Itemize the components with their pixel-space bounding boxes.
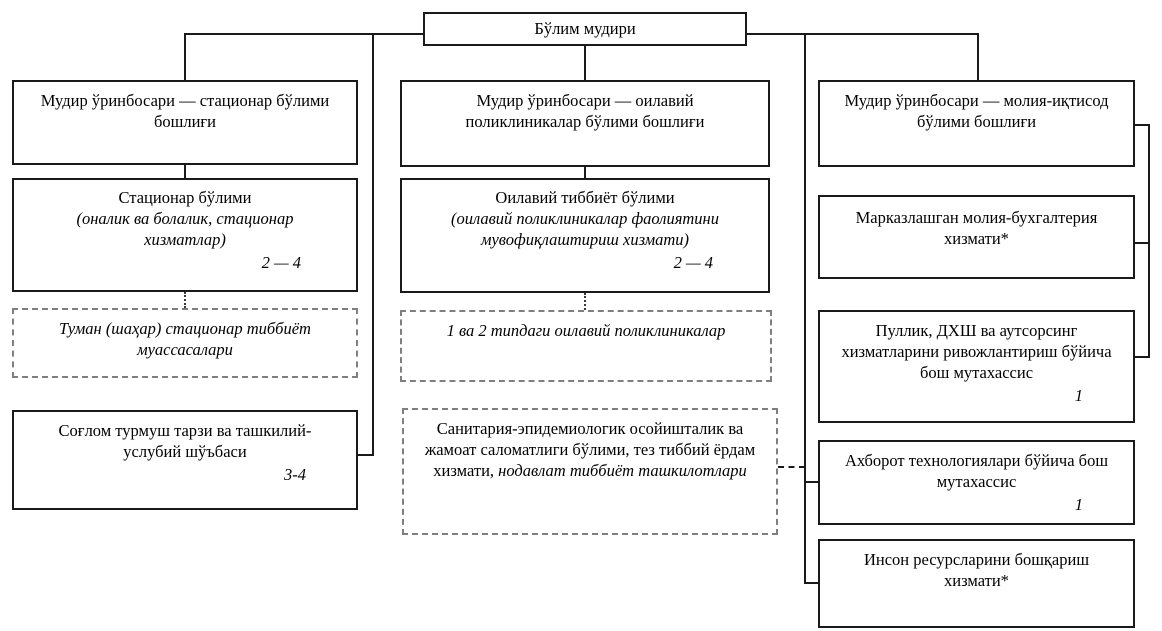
node-staff-count: 1 — [1074, 386, 1083, 406]
node-title-regular: Санитария-эпидемиологик осойишталик ва ж… — [424, 419, 756, 481]
node-family-medicine-department: Оилавий тиббиёт бўлими (оилавий поликлин… — [400, 178, 770, 293]
node-title: Мудир ўринбосари — стационар бўлими бошл… — [40, 91, 330, 132]
connector-r2-bracket — [1135, 242, 1150, 244]
node-paid-outsourcing-specialist: Пуллик, ДХШ ва аутсорсинг хизматларини р… — [818, 310, 1135, 423]
connector-top-right-horizontal — [747, 33, 979, 35]
node-centralized-finance-accounting: Марказлашган молия-бухгалтерия хизмати* — [818, 195, 1135, 279]
node-title: Марказлашган молия-бухгалтерия хизмати* — [855, 208, 1098, 249]
node-healthy-lifestyle-unit: Соғлом турмуш тарзи ва ташкилий-услубий … — [12, 410, 358, 510]
node-title: Соғлом турмуш тарзи ва ташкилий-услубий … — [58, 421, 312, 462]
connector-l4-elbow — [358, 454, 374, 456]
node-title: Инсон ресурсларини бошқариш хизмати* — [863, 550, 1090, 591]
connector-r3-bracket — [1135, 356, 1150, 358]
node-title: Пуллик, ДХШ ва аутсорсинг хизматларини р… — [841, 321, 1112, 383]
connector-r1-bracket — [1135, 124, 1150, 126]
node-staff-count: 2 — 4 — [261, 253, 301, 273]
node-hr-service: Инсон ресурсларини бошқариш хизмати* — [818, 539, 1135, 628]
node-district-medical-institutions: Туман (шаҳар) стационар тиббиёт муассаса… — [12, 308, 358, 378]
node-title: Ахборот технологиялари бўйича бош мутаха… — [844, 451, 1109, 492]
node-title: Мудир ўринбосари — оилавий поликлиникала… — [465, 91, 705, 132]
connector-right-spine — [804, 33, 806, 584]
node-title: Оилавий тиббиёт бўлими — [495, 188, 675, 207]
connector-right-bracket-vertical — [1148, 124, 1150, 358]
connector-spine-to-r4 — [806, 481, 818, 483]
node-title: Мудир ўринбосари — молия-иқтисод бўлими … — [844, 91, 1109, 132]
node-deputy-finance-economy: Мудир ўринбосари — молия-иқтисод бўлими … — [818, 80, 1135, 167]
node-title: Туман (шаҳар) стационар тиббиёт муассаса… — [59, 319, 311, 360]
node-type1-2-family-polyclinics: 1 ва 2 типдаги оилавий поликлиникалар — [400, 310, 772, 382]
connector-m2-m3-dotted — [584, 293, 586, 310]
connector-l2-l3-dotted — [184, 292, 186, 308]
node-staff-count: 3-4 — [284, 465, 306, 485]
connector-spine-to-r5 — [804, 582, 818, 584]
node-staff-count: 1 — [1074, 495, 1083, 515]
node-deputy-family-polyclinics: Мудир ўринбосари — оилавий поликлиникала… — [400, 80, 770, 167]
node-subtitle: (оналик ва болалик, стационар хизматлар) — [76, 209, 294, 250]
node-staff-count: 2 — 4 — [673, 253, 713, 273]
node-it-specialist: Ахборот технологиялари бўйича бош мутаха… — [818, 440, 1135, 525]
connector-left-long-drop — [372, 33, 374, 456]
node-title: Санитария-эпидемиологик осойишталик ва ж… — [422, 418, 758, 481]
connector-left-column-drop — [184, 33, 186, 80]
node-title-italic: нодавлат тиббиёт ташкилотлари — [498, 461, 747, 481]
connector-right-column-drop — [977, 33, 979, 80]
node-subtitle: (оилавий поликлиникалар фаолиятини мувоф… — [451, 209, 719, 250]
node-title: Бўлим мудири — [534, 19, 636, 39]
connector-top-left-horizontal — [185, 33, 423, 35]
connector-m4-to-spine-dashed — [778, 466, 805, 468]
node-stationary-department: Стационар бўлими (оналик ва болалик, ста… — [12, 178, 358, 292]
node-title: 1 ва 2 типдаги оилавий поликлиникалар — [446, 321, 726, 340]
node-department-head: Бўлим мудири — [423, 12, 747, 46]
connector-l1-l2 — [184, 165, 186, 178]
connector-m1-m2 — [584, 167, 586, 178]
node-sanitary-epidemiological: Санитария-эпидемиологик осойишталик ва ж… — [402, 408, 778, 535]
connector-root-to-middle — [584, 46, 586, 80]
node-deputy-stationary: Мудир ўринбосари — стационар бўлими бошл… — [12, 80, 358, 165]
node-title: Стационар бўлими — [118, 188, 252, 207]
